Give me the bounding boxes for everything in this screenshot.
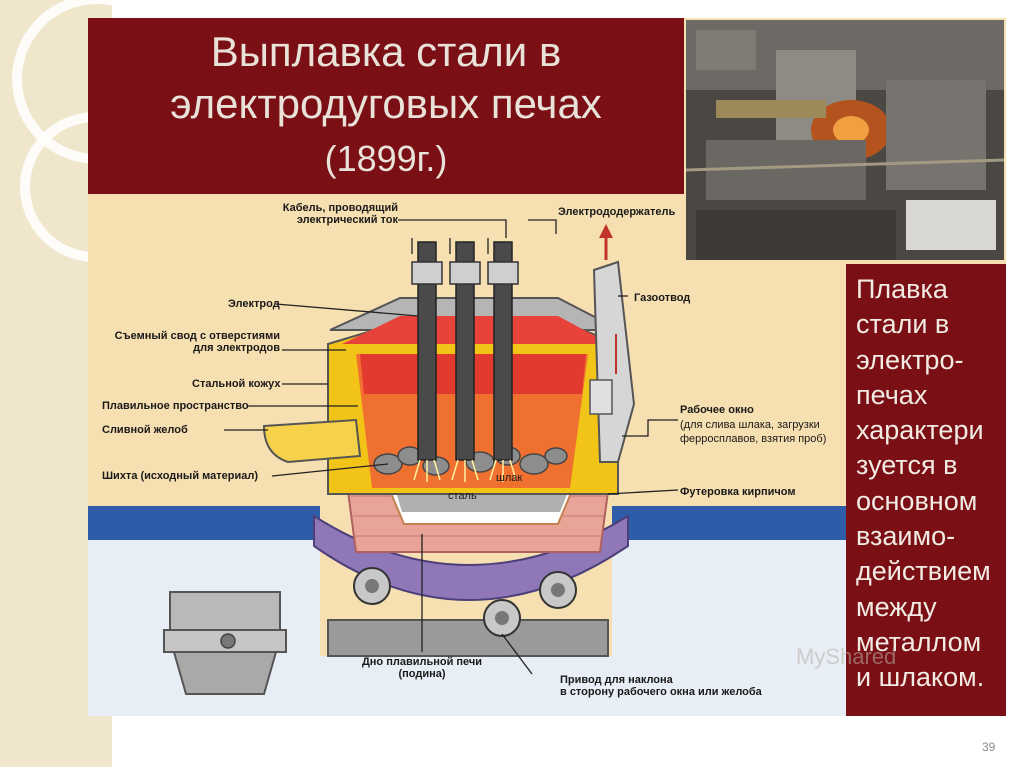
label-removable-roof: Съемный свод с отверстиями для электродо… xyxy=(114,330,280,354)
label-cable: Кабель, проводящий электрический ток xyxy=(282,202,398,226)
label-furnace-bottom: Дно плавильной печи (подина) xyxy=(361,656,483,680)
base xyxy=(327,619,609,657)
label-brick-lining: Футеровка кирпичом xyxy=(680,486,796,498)
gas-duct xyxy=(592,260,636,463)
title-box: Выплавка стали в электродуговых печах (1… xyxy=(88,18,684,194)
label-steel: сталь xyxy=(448,490,477,502)
label-tilt-drive: Привод для наклона в сторону рабочего ок… xyxy=(560,674,762,698)
page-number: 39 xyxy=(982,740,996,754)
furnace-photo xyxy=(686,20,1004,260)
label-steel-casing: Стальной кожух xyxy=(192,378,281,390)
ladle xyxy=(163,591,287,695)
title-line-1: Выплавка стали в xyxy=(210,28,562,75)
electrodes xyxy=(411,241,519,461)
label-pouring-spout: Сливной желоб xyxy=(102,424,188,436)
label-electrode-holder: Электрододержатель xyxy=(558,206,676,218)
side-note: Плавка стали в электро- печах характери … xyxy=(846,264,1006,716)
watermark: MyShared xyxy=(796,644,897,669)
label-work-window: Рабочее окно xyxy=(680,404,754,416)
furnace-drawing xyxy=(88,219,846,716)
pouring-spout xyxy=(262,418,362,464)
label-melting-space: Плавильное пространство xyxy=(102,400,249,412)
title-line-2: электродуговых печах xyxy=(170,80,602,127)
slide: Выплавка стали в электродуговых печах (1… xyxy=(88,18,1006,716)
label-charge: Шихта (исходный материал) xyxy=(102,470,259,482)
charge-rocks xyxy=(373,446,568,476)
label-gas-duct: Газоотвод xyxy=(634,292,691,304)
photo-illustration xyxy=(686,20,1004,260)
label-slag: шлак xyxy=(496,472,523,484)
furnace-diagram: Кабель, проводящий электрический ток Эле… xyxy=(88,194,846,716)
side-note-text: Плавка стали в электро- печах характери … xyxy=(856,274,991,693)
title-year: (1899г.) xyxy=(324,138,448,179)
label-work-window-note: (для слива шлака, загрузки ферросплавов,… xyxy=(680,419,827,445)
label-electrode: Электрод xyxy=(228,298,280,310)
